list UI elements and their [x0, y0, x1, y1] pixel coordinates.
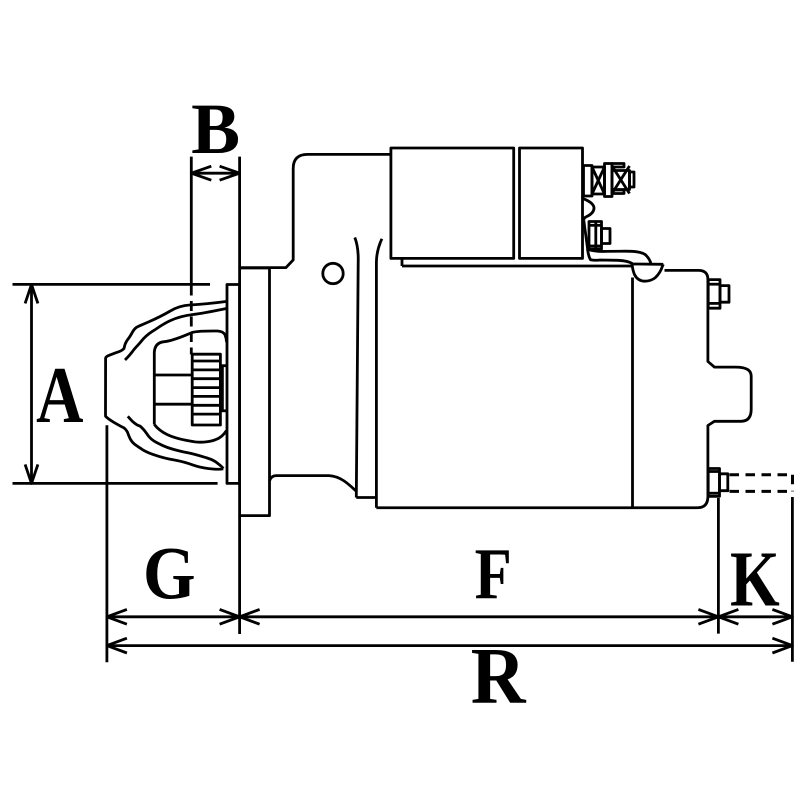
svg-text:G: G — [143, 532, 196, 615]
svg-text:B: B — [191, 89, 240, 169]
svg-text:F: F — [475, 533, 512, 615]
svg-text:R: R — [471, 631, 527, 720]
svg-text:K: K — [730, 535, 780, 623]
svg-text:A: A — [36, 351, 83, 440]
